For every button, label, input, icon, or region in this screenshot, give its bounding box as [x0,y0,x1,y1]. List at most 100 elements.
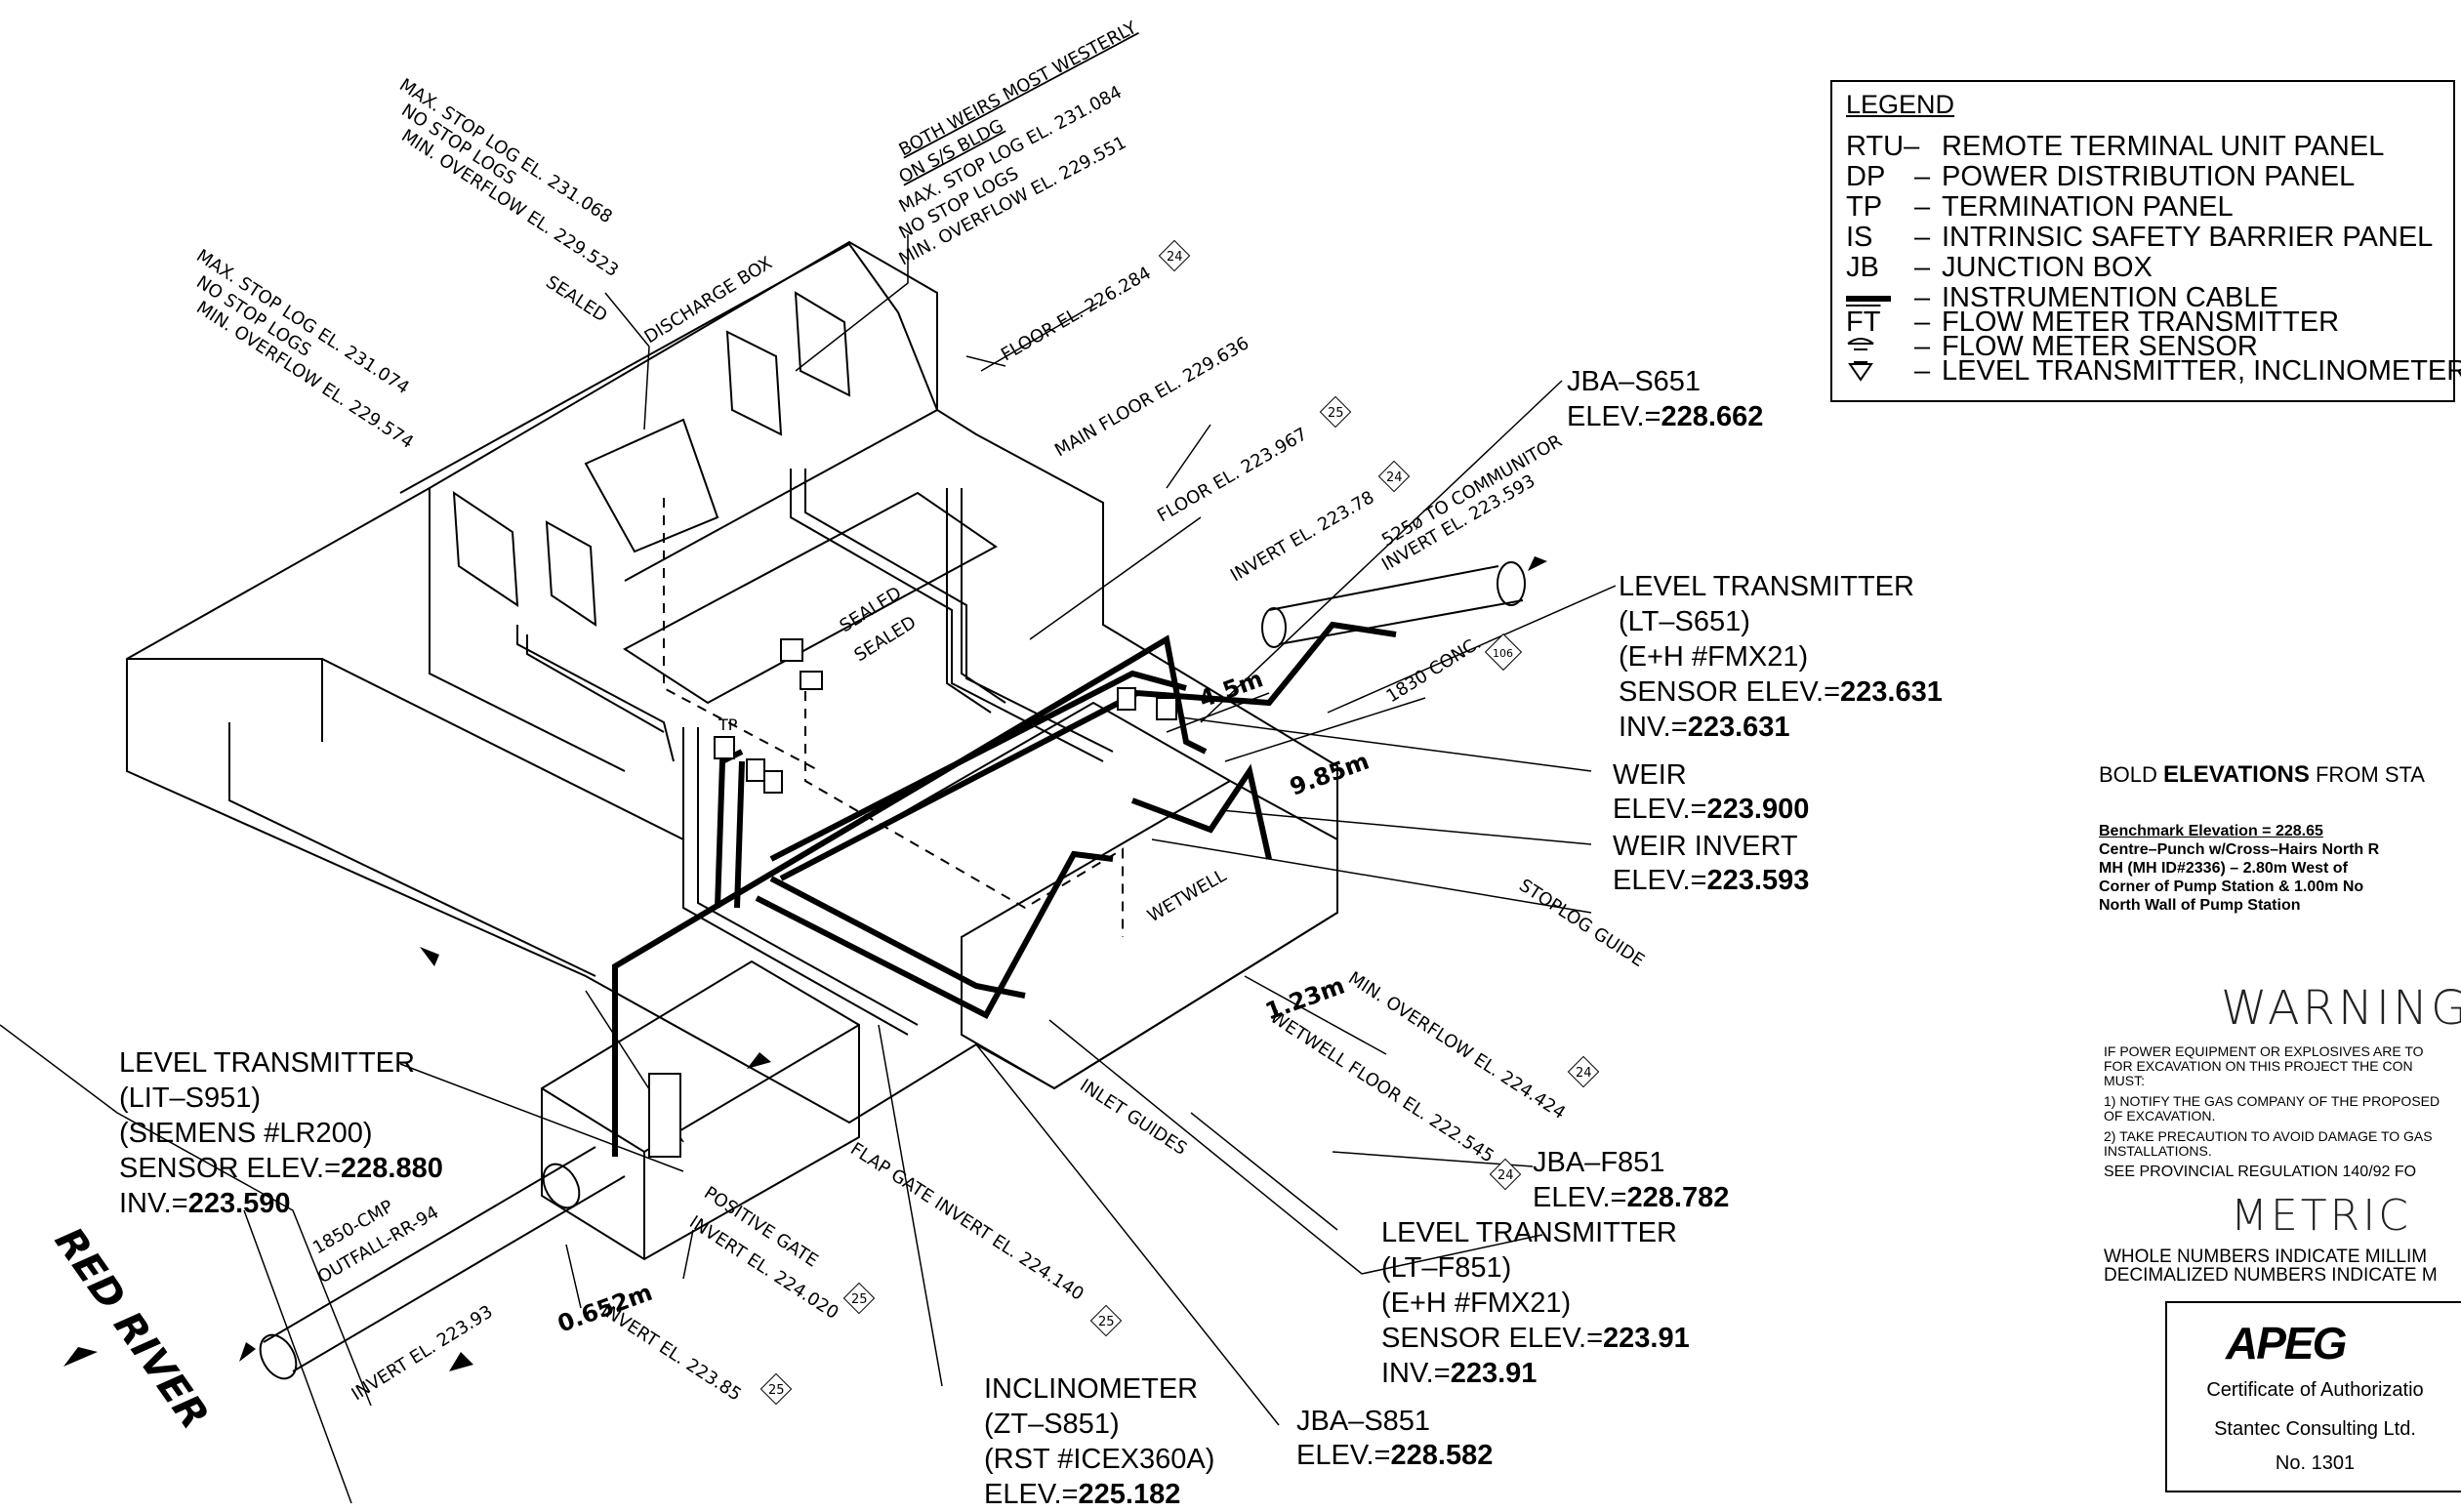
lt-f851-model: (E+H #FMX21) [1381,1287,1571,1319]
legend-desc: LEVEL TRANSMITTER, INCLINOMETER [1942,355,2461,387]
legend-desc: FLOW METER SENSOR [1942,331,2258,362]
leader-line [0,1024,372,1504]
sheet-tag-label: 25 [768,1383,785,1398]
sheet-tag: 25 [842,1282,876,1315]
internal-piping [790,469,1114,762]
conc-pipe-label: 1830 CONC. [1383,633,1485,707]
stoplog-frame [725,291,851,436]
internal-piping [516,625,675,762]
elev-value: 228.782 [1627,1182,1730,1213]
legend-box: LEGEND RTU–REMOTE TERMINAL UNIT PANEL DP… [1830,80,2461,402]
jba-s651-elev: ELEV.=228.662 [1567,401,1763,432]
warning-line: MUST: [2104,1073,2145,1088]
flow-arrow [420,947,439,966]
jba-s851-name: JBA–S851 [1296,1406,1430,1437]
benchmark-line: Benchmark Elevation = 228.65 [2099,823,2323,839]
discharge-box-label: DISCHARGE BOX [641,253,776,347]
note-suffix: FROM STA [2309,762,2425,787]
inv-prefix: INV.= [1619,712,1688,743]
inclinometer-title: INCLINOMETER [984,1373,1198,1405]
warning-line: 1) NOTIFY THE GAS COMPANY OF THE PROPOSE… [2104,1093,2440,1109]
lt-f851-sensor: SENSOR ELEV.=223.91 [1381,1323,1690,1354]
inclinometer-model: (RST #ICEX360A) [984,1444,1214,1475]
jba-s651-name: JBA–S651 [1567,366,1701,397]
discharge-box-wall [399,242,939,582]
warning-title: WARNING [2221,981,2461,1036]
sensor-prefix: SENSOR ELEV.= [119,1153,341,1184]
legend-row: RTU–REMOTE TERMINAL UNIT PANEL [1846,131,2384,163]
sheet-tag: 25 [1089,1304,1123,1337]
metric-title: METRIC [2231,1191,2411,1241]
sensor-prefix: SENSOR ELEV.= [1381,1323,1603,1354]
cert-line: Certificate of Authorizatio [2206,1379,2424,1401]
elev-prefix: ELEV.= [984,1479,1079,1510]
flow-sensor-icon [1846,331,1914,363]
lit-s951-inv: INV.=223.590 [119,1188,291,1219]
leader-line [604,234,1211,640]
wetwell-label: WETWELL [1144,865,1230,926]
lit-s951-tag: (LIT–S951) [119,1083,261,1114]
legend-row: –FLOW METER SENSOR [1846,331,2258,363]
elev-value: 228.662 [1661,401,1764,432]
dimension-9-85m: 9.85m [1286,748,1373,801]
lt-s651-title: LEVEL TRANSMITTER [1619,571,1914,602]
note-prefix: BOLD [2099,762,2164,787]
pipe-525-label: 525ø TO COMMUNITOR [1378,430,1566,551]
positive-gate [648,1073,681,1158]
warning-line: 2) TAKE PRECAUTION TO AVOID DAMAGE TO GA… [2104,1128,2433,1144]
metric-line: WHOLE NUMBERS INDICATE MILLIM [2104,1246,2428,1267]
legend-dash: – [1914,161,1931,192]
inv-prefix: INV.= [119,1188,188,1219]
outfall-pipe [263,1146,626,1372]
junction-box [1117,687,1136,711]
sealed-hatch [780,638,803,662]
legend-key: FT [1846,306,1881,338]
sensor-value: 228.880 [341,1153,443,1184]
sheet-tag: 24 [1489,1158,1522,1191]
flow-arrow [747,1052,771,1069]
leader-line [399,380,1617,1426]
cert-line: No. 1301 [2275,1452,2356,1474]
inv-prefix: INV.= [1381,1358,1451,1389]
gate-box-inner [541,1024,860,1259]
legend-title: LEGEND [1846,90,1955,119]
lt-f851-inv: INV.=223.91 [1381,1358,1537,1389]
lit-s951-title: LEVEL TRANSMITTER [119,1047,415,1079]
outfall-pipe-end [259,1333,298,1380]
inlet-pipe-end [1497,561,1526,606]
dimension-line [565,692,1426,1309]
sheet-tag: 25 [759,1372,793,1406]
cert-line: Stantec Consulting Ltd. [2214,1418,2416,1440]
legend-dash: – [1914,306,1931,338]
outfall-pipe-start [542,1163,581,1209]
level-transmitter-icon [1846,355,1914,388]
jba-s851-elev: ELEV.=228.582 [1296,1440,1493,1471]
sealed-hatch [800,671,823,690]
sheet-tag-label: 106 [1493,647,1513,660]
wall-line [127,658,684,840]
weir-elev: ELEV.=223.900 [1613,794,1809,825]
sheet-tag: 24 [1567,1055,1600,1088]
apeg-logo: APEG [2226,1318,2347,1369]
legend-desc: INTRINSIC SAFETY BARRIER PANEL [1942,222,2434,253]
floor-elev-label: FLOOR EL. 223.967 [1154,424,1311,526]
lt-s651-model: (E+H #FMX21) [1619,641,1808,673]
legend-desc: REMOTE TERMINAL UNIT PANEL [1942,131,2385,162]
legend-desc: TERMINATION PANEL [1942,191,2234,223]
flap-gate-label: FLAP GATE INVERT EL. 224.140 [846,1139,1087,1305]
junction-box-jba-s651 [1156,697,1177,720]
elev-prefix: ELEV.= [1296,1440,1391,1471]
internal-piping [946,488,1006,714]
legend-desc: INSTRUMENTION CABLE [1942,282,2278,313]
elev-value: 225.182 [1079,1479,1181,1510]
legend-dash: – [1914,191,1931,223]
elev-value: 223.900 [1707,794,1810,825]
inv-value: 223.631 [1688,712,1790,743]
inclinometer-tag: (ZT–S851) [984,1409,1120,1440]
sheet-tag: 24 [1377,460,1411,493]
inlet-pipe-start [1261,607,1287,648]
river-flow-arrow [63,1347,98,1367]
wetwell-box [961,779,1338,1090]
elev-value: 228.582 [1391,1440,1494,1471]
